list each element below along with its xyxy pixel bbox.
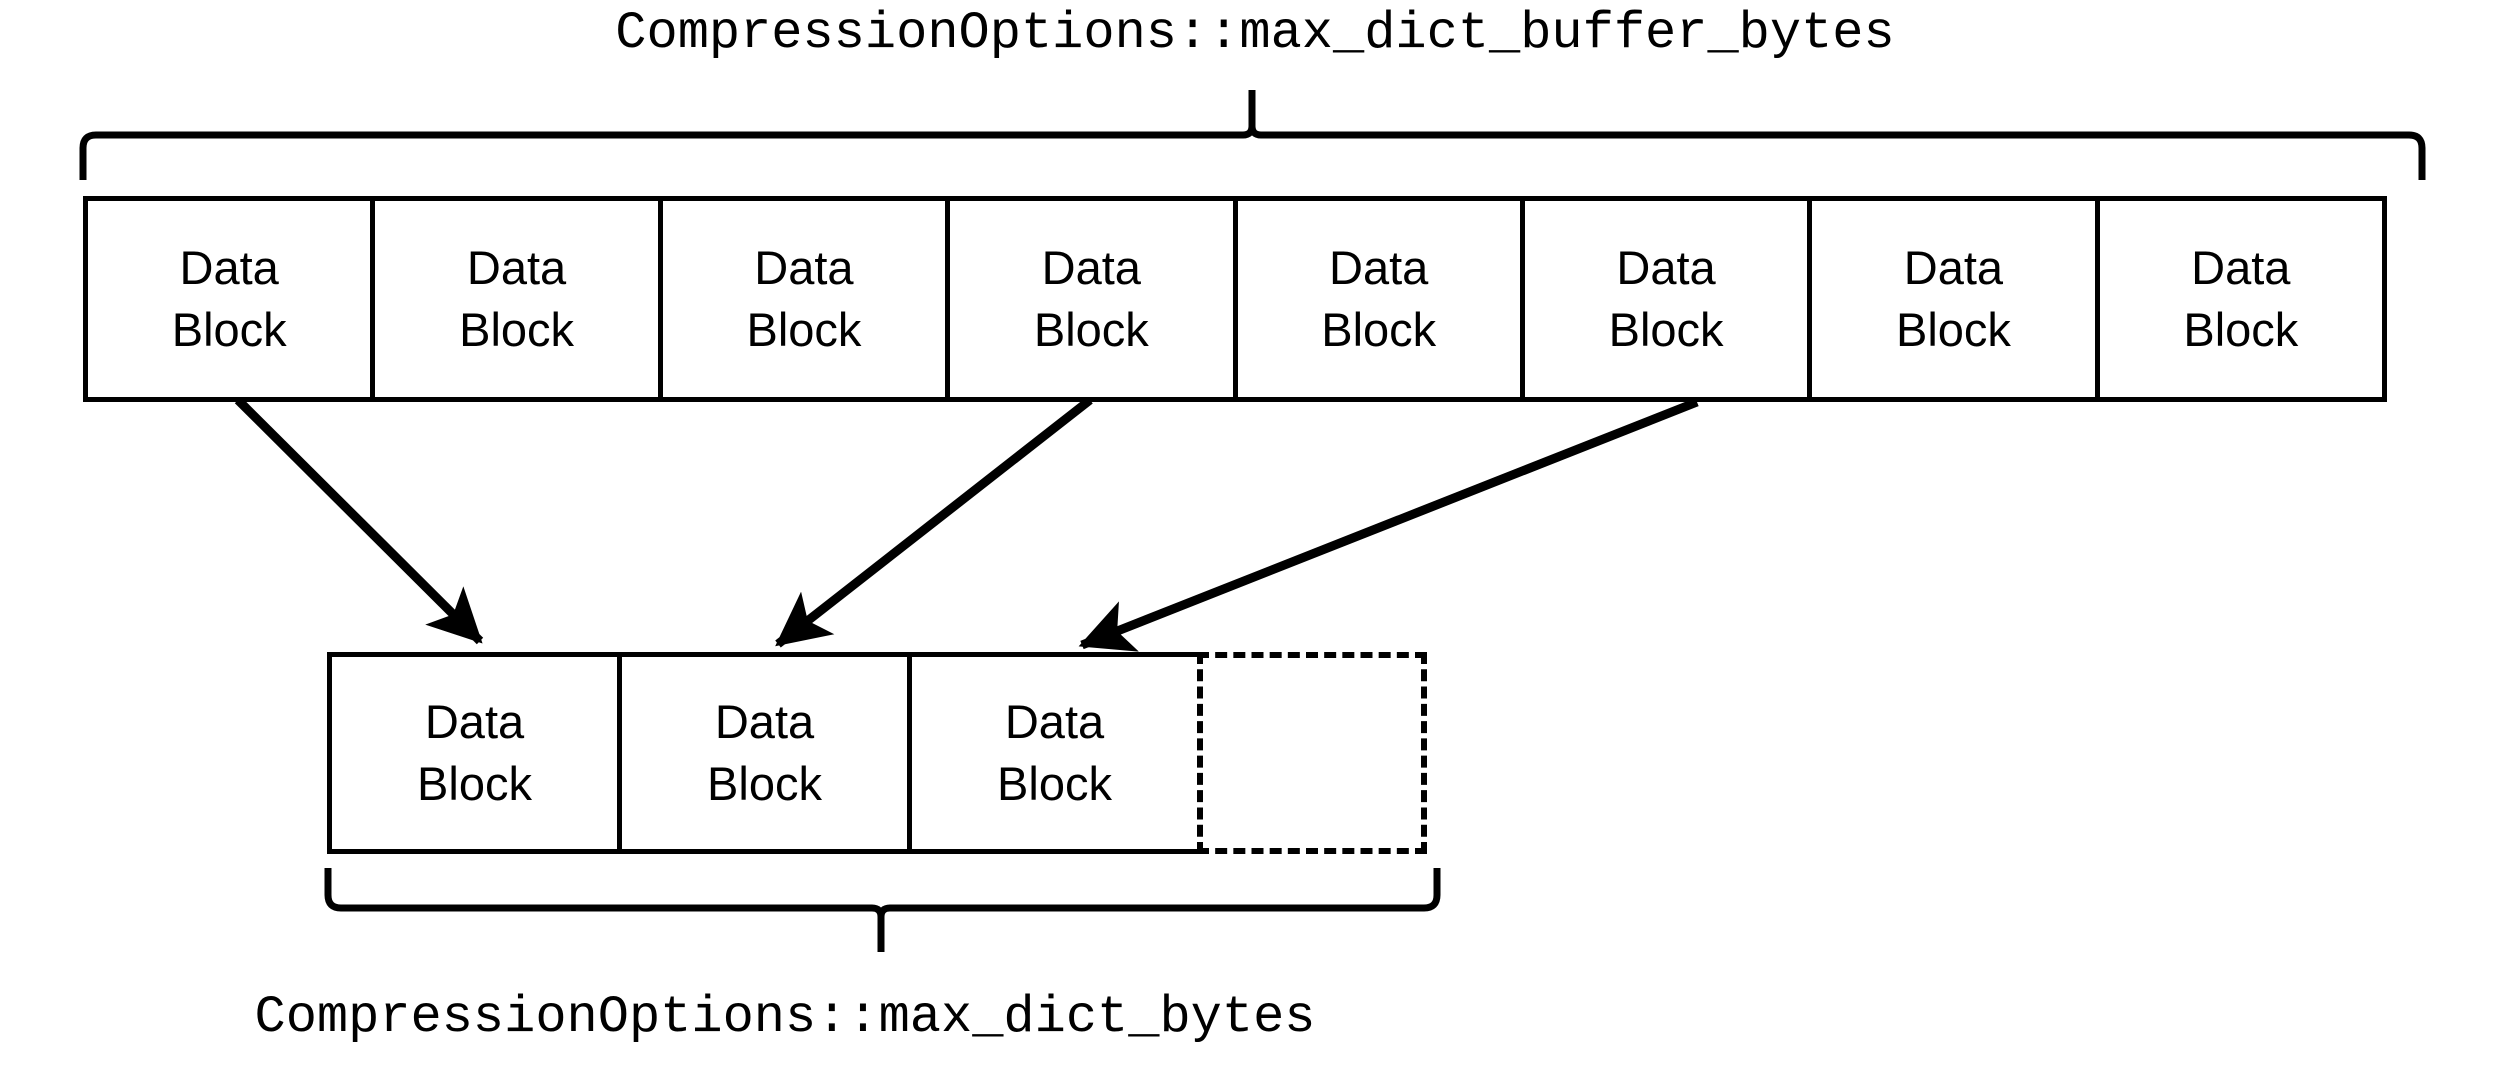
block-label-line1: Data <box>1903 240 2004 294</box>
block-label-line1: Data <box>1004 694 1105 748</box>
block-label-line2: Block <box>746 303 862 356</box>
block-label-line2: Block <box>1608 303 1724 356</box>
block-label-line2: Block <box>1033 303 1149 356</box>
bottom-brace <box>324 868 1441 952</box>
top-data-block-4[interactable]: Data Block <box>945 196 1238 402</box>
top-block-row: Data Block Data Block Data Block Data Bl… <box>83 196 2422 402</box>
block-label-line1: Data <box>179 240 279 294</box>
block-label-line2: Block <box>707 757 822 810</box>
bottom-brace-label: CompressionOptions::max_dict_bytes <box>254 988 1316 1047</box>
arrow-connector-2 <box>775 396 1093 648</box>
top-data-block-5[interactable]: Data Block <box>1232 196 1525 402</box>
arrow-connector-3 <box>1078 397 1699 652</box>
top-data-block-1[interactable]: Data Block <box>83 196 376 402</box>
block-label-line1: Data <box>1329 240 1429 294</box>
block-label-line2: Block <box>171 303 287 356</box>
block-label-line1: Data <box>714 694 815 748</box>
top-data-block-3[interactable]: Data Block <box>657 196 951 402</box>
block-label-line2: Block <box>1895 303 2011 356</box>
arrow-connector-1 <box>234 396 484 645</box>
block-label-line2: Block <box>997 757 1112 810</box>
top-data-block-8[interactable]: Data Block <box>2094 196 2387 402</box>
block-label-line2: Block <box>2183 303 2299 356</box>
bottom-data-block-2[interactable]: Data Block <box>617 652 912 854</box>
block-label-line2: Block <box>1321 303 1437 356</box>
block-label-line1: Data <box>424 694 525 748</box>
block-label-line1: Data <box>2191 240 2291 294</box>
top-data-block-2[interactable]: Data Block <box>370 196 663 402</box>
block-label-line1: Data <box>754 240 854 294</box>
bottom-data-block-3[interactable]: Data Block <box>907 652 1202 854</box>
bottom-empty-block-placeholder[interactable] <box>1197 652 1427 854</box>
bottom-block-row: Data Block Data Block Data Block <box>327 652 1437 854</box>
block-label-line2: Block <box>417 757 532 810</box>
top-brace-label: CompressionOptions::max_dict_buffer_byte… <box>615 4 1895 63</box>
block-label-line1: Data <box>1041 240 1141 294</box>
block-label-line1: Data <box>1616 240 1716 294</box>
top-brace <box>79 90 2426 180</box>
top-data-block-7[interactable]: Data Block <box>1807 196 2100 402</box>
block-label-line1: Data <box>466 240 567 294</box>
block-label-line2: Block <box>459 303 575 356</box>
bottom-data-block-1[interactable]: Data Block <box>327 652 622 854</box>
top-data-block-6[interactable]: Data Block <box>1519 196 1813 402</box>
